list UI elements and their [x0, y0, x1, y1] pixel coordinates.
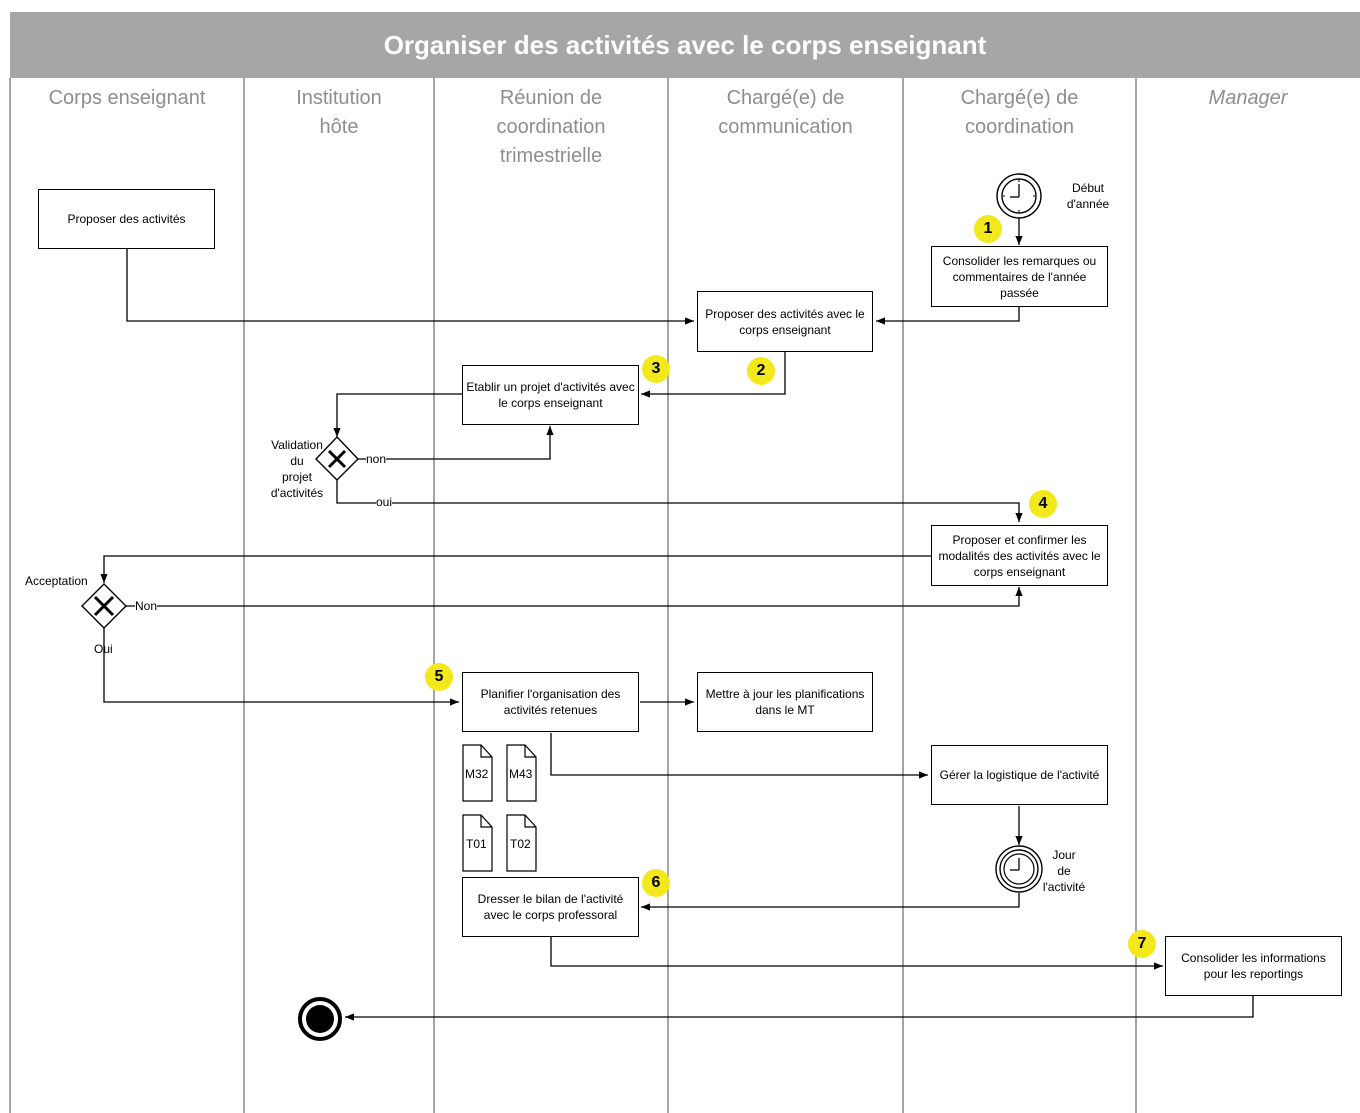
flow-proposer-confirmer-to-acceptation: [100, 555, 931, 583]
flow-label-non: non: [366, 451, 387, 467]
flow-dresser-to-consolider-infos: [550, 937, 1163, 970]
gateway-acceptation: [81, 583, 127, 629]
document-label-m32: M32: [465, 767, 489, 781]
document-icon-t02: [506, 814, 537, 872]
step-badge-6: 6: [642, 869, 670, 897]
end-event: [298, 997, 342, 1041]
document-icon-m32: [462, 744, 493, 802]
lane-label-reunion-coordination: Réunion de coordination trimestrielle: [496, 87, 606, 167]
flow-jour-to-dresser: [641, 893, 1020, 911]
flow-validation-non: [358, 426, 554, 460]
task-gerer-logistique[interactable]: Gérer la logistique de l'activité: [931, 745, 1108, 805]
lane-label-corps-enseignant: Corps enseignant: [48, 87, 206, 109]
flow-planifier-to-gerer: [550, 733, 928, 779]
task-consolider-remarques[interactable]: Consolider les remarques ou commentaires…: [931, 246, 1108, 307]
flow-label-oui: oui: [376, 494, 393, 510]
document-label-m43: M43: [509, 767, 533, 781]
task-etablir-projet[interactable]: Etablir un projet d'activités avec le co…: [462, 365, 639, 425]
task-planifier-organisation[interactable]: Planifier l'organisation des activités r…: [462, 672, 639, 732]
timer-start-event-debut: [996, 173, 1042, 219]
event-label-debut: Début d'année: [1066, 181, 1110, 211]
gateway-label-acceptation: Acceptation: [25, 574, 88, 588]
lane-label-manager: Manager: [1208, 87, 1288, 109]
task-mettre-a-jour-planifications[interactable]: Mettre à jour les planifications dans le…: [697, 672, 873, 732]
task-consolider-informations[interactable]: Consolider les informations pour les rep…: [1165, 936, 1342, 996]
task-proposer-confirmer-modalites[interactable]: Proposer et confirmer les modalités des …: [931, 525, 1108, 586]
lane-label-institution-hote: Institution hôte: [296, 87, 382, 138]
step-badge-4: 4: [1029, 490, 1057, 518]
task-proposer-activites-corps[interactable]: Proposer des activités avec le corps ens…: [697, 291, 873, 352]
flow-label-oui-acceptation: Oui: [94, 642, 113, 656]
document-label-t01: T01: [466, 837, 487, 851]
flow-validation-oui: [336, 480, 1023, 522]
flow-etablir-to-validation: [333, 393, 462, 437]
step-badge-3: 3: [642, 355, 670, 383]
flow-acceptation-non: [126, 587, 1023, 607]
flow-consolider-to-proposer-avec: [876, 306, 1020, 325]
task-dresser-bilan[interactable]: Dresser le bilan de l'activité avec le c…: [462, 877, 639, 937]
document-label-t02: T02: [510, 837, 531, 851]
task-proposer-activites[interactable]: Proposer des activités: [38, 189, 215, 249]
flow-consolider-infos-to-end: [345, 996, 1254, 1021]
lane-label-charge-coordination: Chargé(e) de coordination: [960, 87, 1079, 138]
flow-proposer-to-proposer-avec: [126, 248, 694, 325]
document-icon-t01: [462, 814, 493, 872]
step-badge-7: 7: [1128, 930, 1156, 958]
flow-label-non-acceptation: Non: [135, 598, 158, 614]
document-icon-m43: [506, 744, 537, 802]
lane-label-charge-communication: Chargé(e) de communication: [718, 87, 853, 138]
flow-proposer-avec-to-etablir: [641, 351, 786, 398]
gateway-validation: [315, 435, 359, 481]
timer-intermediate-event-jour: [995, 845, 1043, 893]
event-label-jour: Jour de l'activité: [1042, 848, 1086, 894]
step-badge-5: 5: [425, 663, 453, 691]
step-badge-1: 1: [974, 215, 1002, 243]
page-title: Organiser des activités avec le corps en…: [10, 12, 1360, 78]
flow-acceptation-oui: [103, 628, 459, 706]
gateway-label-validation: Validation du projet d'activités: [270, 438, 324, 500]
step-badge-2: 2: [747, 357, 775, 385]
